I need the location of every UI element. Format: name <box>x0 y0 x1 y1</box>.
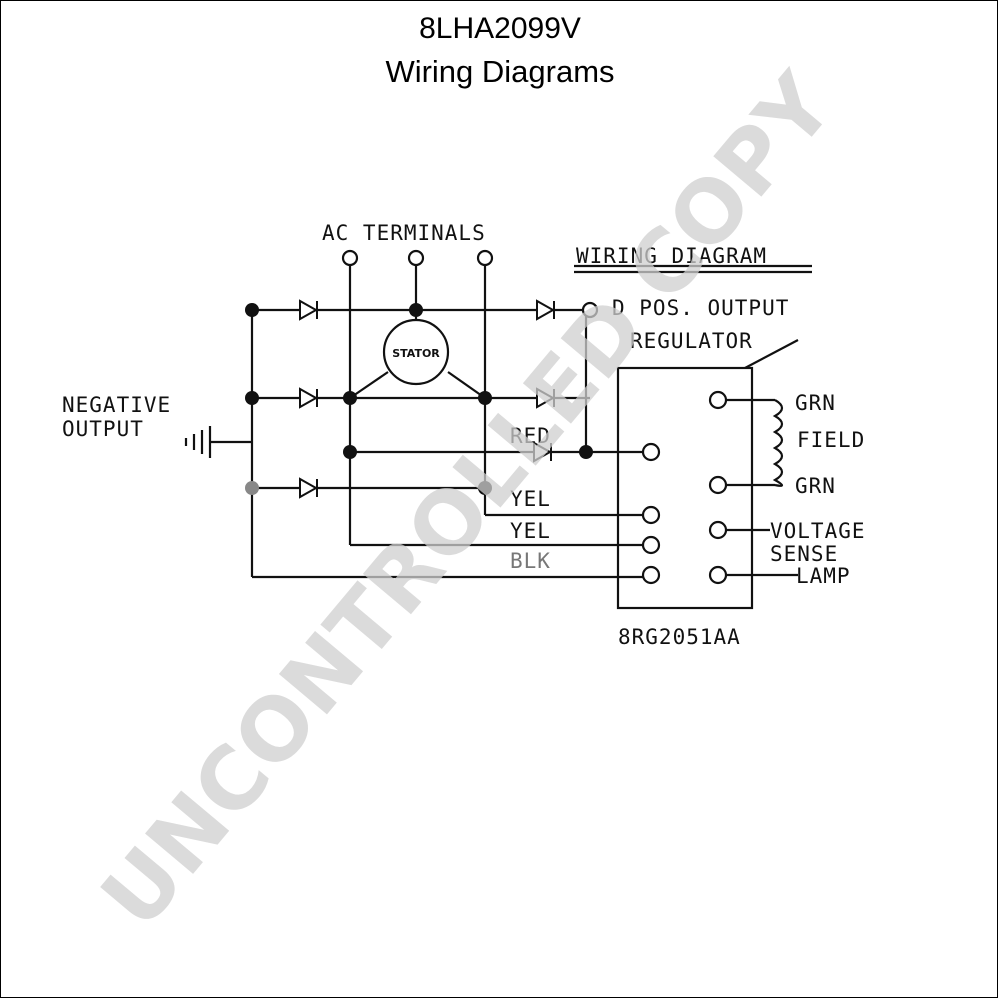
regulator-label: REGULATOR <box>630 329 753 353</box>
junction-dot <box>245 481 259 495</box>
regulator-terminal <box>708 520 728 540</box>
junction-dot <box>478 481 492 495</box>
part-number-label: 8RG2051AA <box>618 625 741 649</box>
pos-output-label: D POS. OUTPUT <box>612 296 789 320</box>
regulator-terminal <box>708 475 728 495</box>
red-wire-label: RED <box>510 424 551 448</box>
diode-icon <box>533 441 553 463</box>
junctions <box>245 303 593 495</box>
output-label: OUTPUT <box>62 417 144 441</box>
junction-dot <box>245 303 259 317</box>
junction-dot <box>478 391 492 405</box>
field-label: FIELD <box>797 428 865 452</box>
voltage-label: VOLTAGE <box>770 519 866 543</box>
diode-icon <box>536 387 556 409</box>
uncontrolled-copy-watermark: UNCONTROLLED COPY <box>83 55 854 947</box>
stator-label: STATOR <box>392 347 440 360</box>
regulator-terminal <box>641 505 661 525</box>
yel-wire-label-1: YEL <box>510 487 551 511</box>
junction-dot <box>409 303 423 317</box>
junction-dot <box>343 445 357 459</box>
regulator-terminal <box>641 442 661 462</box>
pos-output-terminal <box>581 301 599 319</box>
diode-icon <box>299 477 319 499</box>
grn-label-1: GRN <box>795 391 836 415</box>
wires <box>184 264 812 610</box>
stator-icon <box>382 318 450 386</box>
model-title: 8LHA2099V <box>419 12 581 45</box>
regulator-terminal <box>708 565 728 585</box>
negative-label: NEGATIVE <box>62 393 171 417</box>
lamp-label: LAMP <box>796 564 851 588</box>
ac-terminal <box>407 249 425 267</box>
ac-terminal <box>341 249 359 267</box>
yel-wire-label-2: YEL <box>510 519 551 543</box>
diode-icon <box>299 387 319 409</box>
page-subtitle: Wiring Diagrams <box>385 54 615 89</box>
regulator-terminal <box>641 535 661 555</box>
junction-dot <box>245 391 259 405</box>
regulator-terminal <box>708 390 728 410</box>
diode-icon <box>299 299 319 321</box>
terminals <box>341 249 728 585</box>
wiring-diagram-label: WIRING DIAGRAM <box>576 244 767 268</box>
regulator-terminal <box>641 565 661 585</box>
junction-dot <box>579 445 593 459</box>
sense-label: SENSE <box>770 542 838 566</box>
grn-label-2: GRN <box>795 474 836 498</box>
junction-dot <box>343 391 357 405</box>
diodes <box>299 299 556 499</box>
diode-icon <box>536 299 556 321</box>
ac-terminals-label: AC TERMINALS <box>322 221 486 245</box>
ac-terminal <box>476 249 494 267</box>
blk-wire-label: BLK <box>510 549 551 573</box>
